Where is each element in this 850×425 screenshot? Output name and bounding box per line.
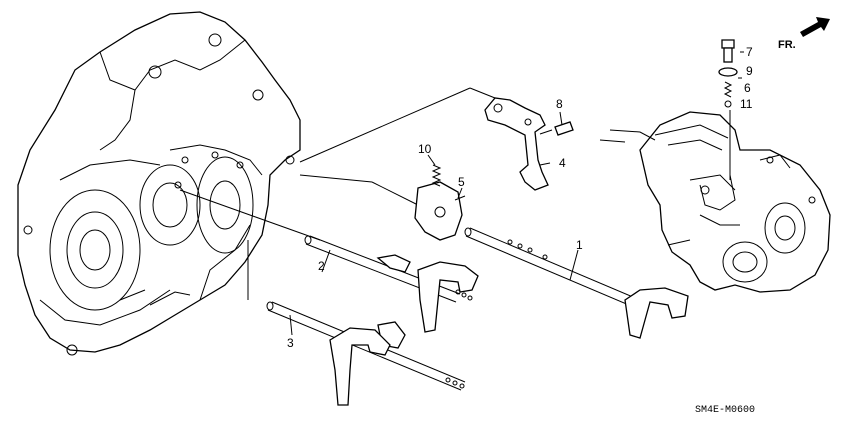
callout-9: 9 (746, 64, 753, 78)
callout-leaders (289, 51, 744, 336)
callout-1: 1 (576, 238, 583, 252)
transmission-case (599, 111, 831, 293)
bolt-stack (718, 39, 738, 108)
callout-6: 6 (744, 81, 751, 95)
callout-11: 11 (740, 97, 753, 111)
callout-8: 8 (556, 97, 563, 111)
callout-7: 7 (746, 45, 753, 59)
callout-5: 5 (458, 175, 465, 189)
spring-10 (431, 164, 442, 187)
callout-10: 10 (418, 142, 432, 156)
front-direction-arrow-icon (800, 17, 830, 37)
shift-fork-shaft-1 (464, 227, 689, 339)
callout-3: 3 (287, 336, 294, 350)
assembly-leader-lines (179, 87, 731, 300)
direction-label: FR. (778, 39, 796, 51)
shift-fork-shaft-3 (266, 301, 466, 406)
callout-2: 2 (318, 259, 325, 273)
shift-fork-shaft-2 (304, 235, 479, 333)
interlock-assembly (414, 181, 466, 241)
bolt-8 (539, 121, 574, 136)
transmission-housing (17, 11, 301, 356)
callout-4: 4 (559, 156, 566, 170)
shift-arm (484, 97, 549, 191)
drawing-code: SM4E-M0600 (695, 405, 755, 416)
